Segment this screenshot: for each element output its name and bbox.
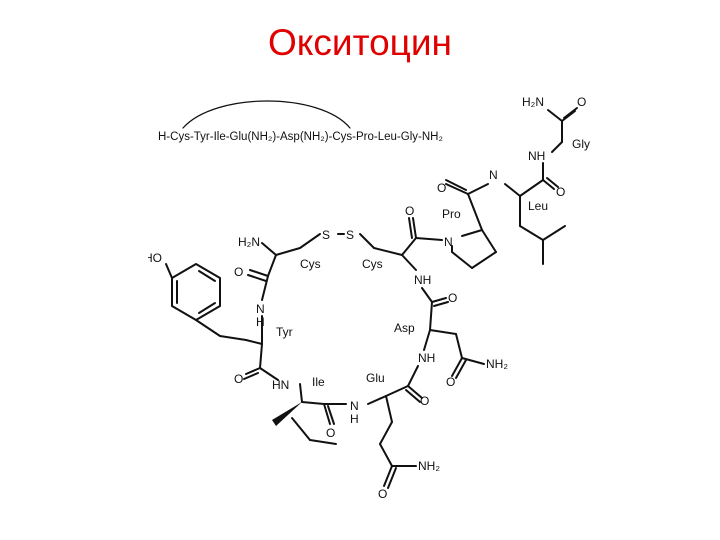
residue-tyr: Tyr [276, 325, 293, 339]
residue-pro: Pro [442, 207, 461, 221]
s1-label: S [322, 228, 330, 242]
residue-labels: Gly Leu Pro Cys Cys Tyr Asp Ile Glu [276, 137, 590, 389]
o-asp-label: O [448, 291, 457, 305]
h-tyr-label: H [256, 315, 265, 329]
s2-label: S [346, 228, 354, 242]
residue-ile: Ile [312, 375, 325, 389]
o-leu-label: O [556, 185, 565, 199]
hn-ile-label: HN [272, 378, 289, 392]
o-cys1-label: O [234, 265, 243, 279]
residue-gly: Gly [572, 137, 590, 151]
residue-leu: Leu [528, 199, 548, 213]
ho-label: HO [148, 251, 162, 265]
nh-cys2-label: NH [414, 273, 431, 287]
skeletal-bonds [165, 107, 578, 489]
peptide-sequence: H-Cys-Tyr-Ile-Glu(NH₂)-Asp(NH₂)-Cys-Pro-… [158, 131, 443, 143]
o-glu-side-label: O [378, 487, 387, 501]
residue-cys2: Cys [362, 257, 383, 271]
residue-cys1: Cys [300, 257, 321, 271]
residue-glu: Glu [366, 371, 385, 385]
nh2-glu-label: NH₂ [418, 459, 440, 473]
residue-asp: Asp [394, 321, 415, 335]
nh2-asp-label: NH₂ [486, 357, 508, 371]
o-gly-label: O [577, 95, 586, 109]
o-glu-label: O [420, 394, 429, 408]
h2n-cys1-label: H₂N [238, 235, 260, 249]
nh-asp-label: NH [418, 351, 435, 365]
atom-labels: H₂N O NH O N N O O N S S H₂N O N H HO O … [148, 95, 586, 501]
nh-glu-label: N [350, 399, 359, 413]
oxytocin-structure-diagram: H-Cys-Tyr-Ile-Glu(NH₂)-Asp(NH₂)-Cys-Pro-… [148, 95, 590, 501]
o-asp-side-label: O [446, 375, 455, 389]
o-cys2-label: O [405, 204, 414, 218]
nh-gly-label: NH [528, 149, 545, 163]
n-leu-label: N [489, 168, 498, 182]
o-ile-label: O [326, 426, 335, 440]
n-tyr-label: N [256, 302, 265, 316]
o-tyr-label: O [234, 372, 243, 386]
h2n-gly-label: H₂N [522, 95, 544, 109]
h-glu-label: H [350, 412, 359, 426]
disulfide-arc [182, 100, 351, 129]
n-pro-label: N [444, 235, 453, 249]
o-pro-label: O [437, 181, 446, 195]
slide-title: Окситоцин [268, 22, 452, 63]
